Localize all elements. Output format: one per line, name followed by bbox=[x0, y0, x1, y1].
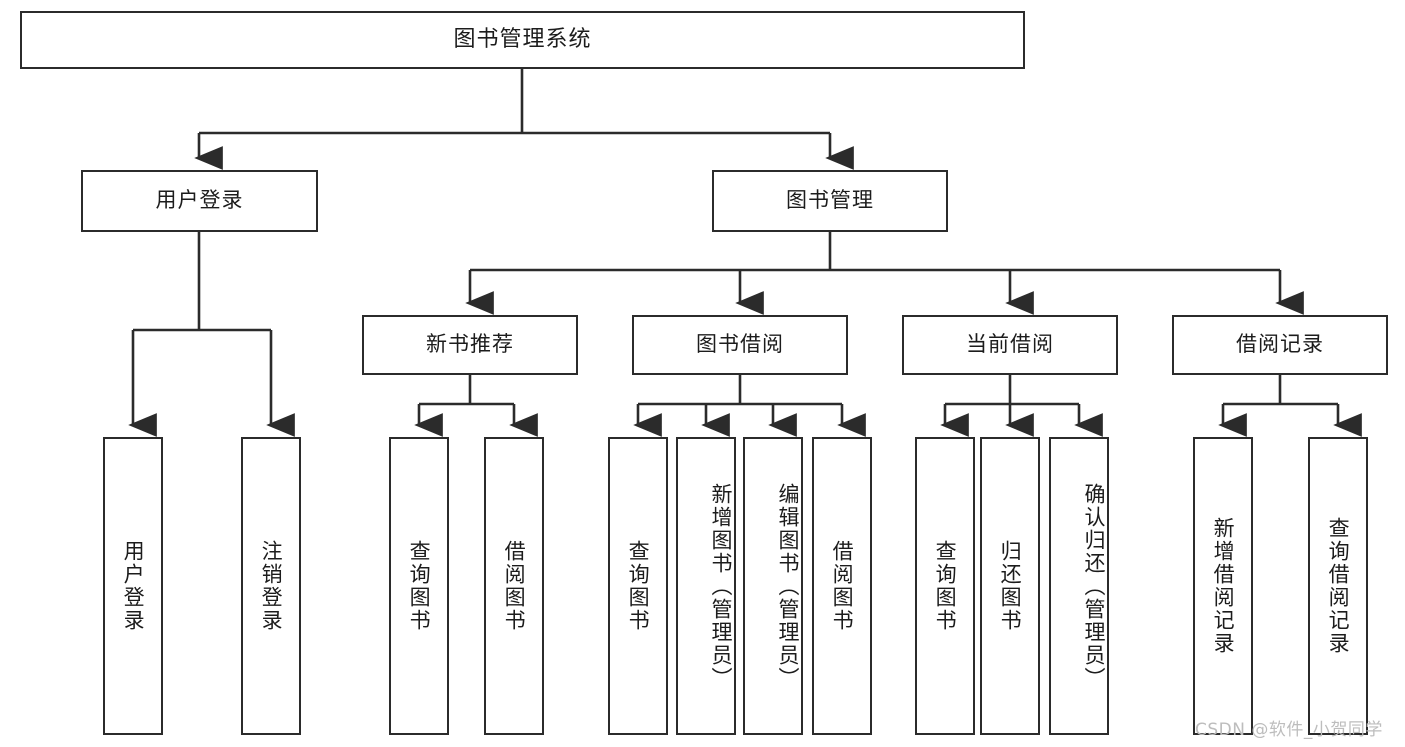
leaf-edit-book-admin-label: 编辑图书（管理员） bbox=[776, 482, 800, 690]
leaf-query-books-borrow-label: 查询图书 bbox=[626, 540, 651, 632]
leaf-query-books-recommend-label: 查询图书 bbox=[407, 540, 432, 632]
leaf-query-books-current[interactable]: 查询图书 bbox=[915, 437, 975, 735]
node-book-borrow[interactable]: 图书借阅 bbox=[632, 315, 848, 375]
node-borrow-records[interactable]: 借阅记录 bbox=[1172, 315, 1388, 375]
leaf-query-books-current-label: 查询图书 bbox=[933, 540, 958, 632]
leaf-user-login[interactable]: 用户登录 bbox=[103, 437, 163, 735]
leaf-logout-label: 注销登录 bbox=[259, 540, 284, 632]
leaf-query-borrow-record-label: 查询借阅记录 bbox=[1326, 517, 1351, 655]
leaf-add-book-admin[interactable]: 新增图书（管理员） bbox=[676, 437, 736, 735]
node-borrow-records-label: 借阅记录 bbox=[1236, 332, 1324, 357]
leaf-return-books[interactable]: 归还图书 bbox=[980, 437, 1040, 735]
leaf-logout[interactable]: 注销登录 bbox=[241, 437, 301, 735]
leaf-confirm-return-admin-label: 确认归还（管理员） bbox=[1082, 482, 1106, 690]
node-book-management[interactable]: 图书管理 bbox=[712, 170, 948, 232]
node-user-login-label: 用户登录 bbox=[155, 188, 244, 213]
leaf-borrow-books-recommend-label: 借阅图书 bbox=[502, 540, 527, 632]
csdn-watermark: CSDN @软件_小贺同学 bbox=[1195, 720, 1383, 740]
leaf-add-book-admin-label: 新增图书（管理员） bbox=[709, 482, 733, 690]
node-book-management-label: 图书管理 bbox=[786, 188, 874, 213]
leaf-borrow-books-borrow[interactable]: 借阅图书 bbox=[812, 437, 872, 735]
leaf-add-borrow-record[interactable]: 新增借阅记录 bbox=[1193, 437, 1253, 735]
node-root[interactable]: 图书管理系统 bbox=[20, 11, 1025, 69]
leaf-borrow-books-borrow-label: 借阅图书 bbox=[830, 540, 855, 632]
leaf-confirm-return-admin[interactable]: 确认归还（管理员） bbox=[1049, 437, 1109, 735]
leaf-query-borrow-record[interactable]: 查询借阅记录 bbox=[1308, 437, 1368, 735]
node-new-book-recommend[interactable]: 新书推荐 bbox=[362, 315, 578, 375]
leaf-add-borrow-record-label: 新增借阅记录 bbox=[1211, 517, 1236, 655]
leaf-return-books-label: 归还图书 bbox=[998, 540, 1023, 632]
leaf-query-books-recommend[interactable]: 查询图书 bbox=[389, 437, 449, 735]
leaf-edit-book-admin[interactable]: 编辑图书（管理员） bbox=[743, 437, 803, 735]
node-current-borrow[interactable]: 当前借阅 bbox=[902, 315, 1118, 375]
node-root-label: 图书管理系统 bbox=[453, 26, 592, 52]
node-new-book-recommend-label: 新书推荐 bbox=[426, 332, 514, 357]
node-current-borrow-label: 当前借阅 bbox=[966, 332, 1054, 357]
node-user-login[interactable]: 用户登录 bbox=[81, 170, 318, 232]
node-book-borrow-label: 图书借阅 bbox=[696, 332, 784, 357]
leaf-user-login-label: 用户登录 bbox=[121, 540, 146, 632]
leaf-borrow-books-recommend[interactable]: 借阅图书 bbox=[484, 437, 544, 735]
leaf-query-books-borrow[interactable]: 查询图书 bbox=[608, 437, 668, 735]
